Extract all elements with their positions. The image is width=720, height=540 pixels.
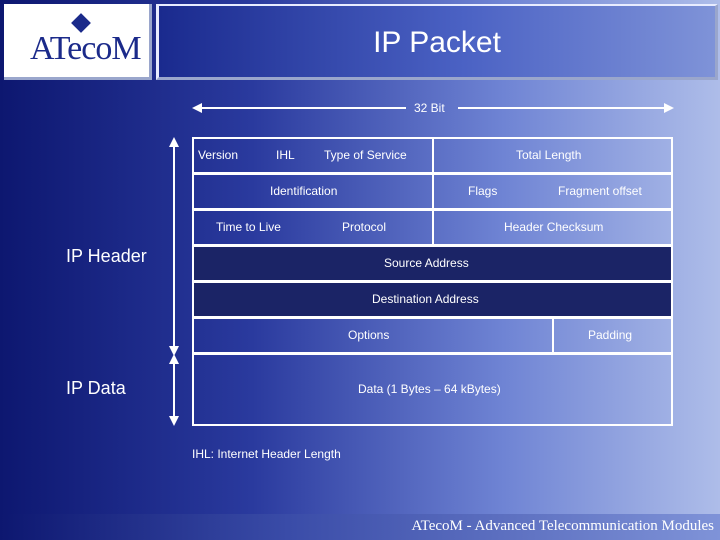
ip-data-label: IP Data xyxy=(66,378,126,398)
field-source-address-label: Source Address xyxy=(384,256,469,270)
field-data-label: Data (1 Bytes – 64 kBytes) xyxy=(358,382,501,396)
footer-text: ATecoM - Advanced Telecommunication Modu… xyxy=(411,518,714,534)
field-destination-address-label: Destination Address xyxy=(372,292,479,306)
ip-header-label: IP Header xyxy=(66,246,147,266)
data-arrow-line xyxy=(173,362,175,418)
field-flags-label: Flags xyxy=(468,184,498,198)
title-bar: IP Packet xyxy=(156,4,718,80)
field-tos-label: Type of Service xyxy=(324,148,407,162)
field-ihl-label: IHL xyxy=(276,148,295,162)
field-ttl-label: Time to Live xyxy=(216,220,281,234)
field-padding-label: Padding xyxy=(588,328,633,342)
header-arrow-down-icon xyxy=(169,346,179,356)
page-title: IP Packet xyxy=(373,26,501,59)
logo: ATecoM xyxy=(4,4,152,80)
field-identification-label: Identification xyxy=(270,184,338,198)
width-arrow-line-right xyxy=(458,107,664,109)
ihl-note: IHL: Internet Header Length xyxy=(192,447,341,461)
header-arrow-line xyxy=(173,146,175,350)
field-header-checksum-label: Header Checksum xyxy=(504,220,604,234)
width-arrow-right-icon xyxy=(664,103,674,113)
width-arrow-left-icon xyxy=(192,103,202,113)
data-arrow-up-icon xyxy=(169,354,179,364)
field-data xyxy=(192,353,673,426)
width-arrow-line-left xyxy=(200,107,406,109)
header-arrow-up-icon xyxy=(169,137,179,147)
field-options-label: Options xyxy=(348,328,390,342)
footer: ATecoM - Advanced Telecommunication Modu… xyxy=(0,514,720,540)
field-protocol-label: Protocol xyxy=(342,220,387,234)
field-destination-address xyxy=(192,281,673,318)
bit-width-label: 32 Bit xyxy=(414,101,445,115)
data-arrow-down-icon xyxy=(169,416,179,426)
logo-text: ATecoM xyxy=(30,30,142,67)
field-version-label: Version xyxy=(198,148,239,162)
field-fragment-offset-label: Fragment offset xyxy=(558,184,642,198)
field-total-length-label: Total Length xyxy=(516,148,582,162)
